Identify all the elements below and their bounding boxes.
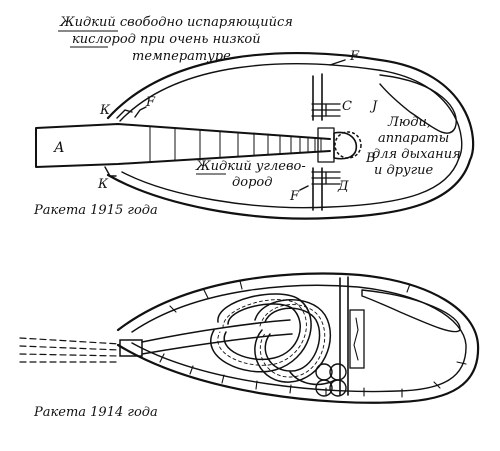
rocket-1914-diagram: Ракета 1914 года [19, 272, 480, 420]
pointer-lines [104, 59, 346, 191]
label-oxygen-line3: температуре [132, 49, 231, 64]
hull-ribs [159, 280, 467, 398]
caption-1914: Ракета 1914 года [33, 405, 158, 420]
coiled-pipe [141, 293, 336, 386]
label-people-line4: и другие [374, 163, 434, 178]
label-F-left: F [145, 95, 156, 110]
coiled-pipe-dashes [217, 299, 326, 378]
pump-assembly [311, 103, 341, 185]
label-hydrocarbon-line1: Жидкий углево- [195, 159, 306, 174]
label-K-top: К [99, 103, 111, 118]
person-figure [353, 317, 359, 361]
partition-1914 [339, 276, 349, 396]
tanks-1914 [315, 363, 347, 397]
nozzle-1914 [119, 339, 143, 357]
label-D: Д [337, 179, 349, 194]
label-J: Ј [369, 99, 378, 114]
label-people-line2: аппараты [378, 131, 449, 146]
label-A: А [53, 140, 65, 156]
label-B: В [365, 151, 376, 166]
partition-wall [312, 73, 323, 211]
rocket-1914-inner-hull [131, 284, 467, 393]
cabin-person [349, 309, 365, 369]
cabin-1914-curve [361, 289, 461, 333]
nozzle-tube [35, 123, 331, 168]
label-hydrocarbon-line2: дород [232, 175, 272, 190]
label-oxygen-line2: кислород при очень низкой [72, 32, 261, 47]
label-K-bottom: К [97, 177, 109, 192]
label-F-bottom: F [289, 189, 300, 204]
chamber-dome [333, 131, 358, 160]
label-F-top: F [349, 49, 360, 64]
label-oxygen-line1: Жидкий свободно испаряющийся [59, 15, 293, 30]
label-people-line3: для дыхания [372, 147, 461, 162]
rocket-1914-outer-hull [116, 272, 480, 404]
nozzle-hatching [149, 125, 322, 163]
cabin-curve [379, 74, 457, 134]
rocket-1915-inner-hull [119, 63, 463, 209]
rocket-1915-outer-hull [106, 51, 475, 220]
rocket-1915-diagram: Жидкий свободно испаряющийся кислород пр… [33, 15, 475, 220]
exhaust-stream [19, 337, 121, 363]
caption-1915: Ракета 1915 года [33, 203, 158, 218]
combustion-chamber-B [334, 131, 362, 159]
label-people-line1: Люди, [387, 115, 431, 130]
label-C: С [342, 99, 352, 114]
